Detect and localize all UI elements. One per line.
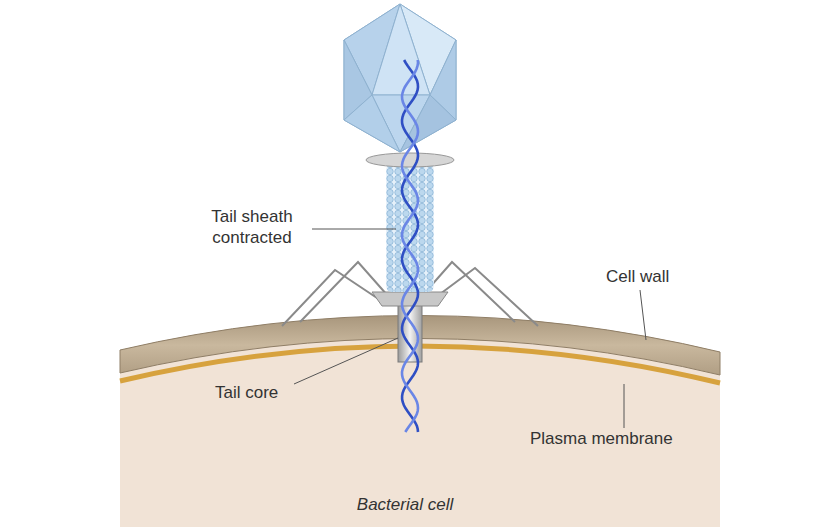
part-label: Tail core xyxy=(215,382,278,403)
phage-head xyxy=(344,4,456,152)
dna-strand xyxy=(402,60,418,432)
collar xyxy=(366,153,454,167)
part-label: Bacterial cell xyxy=(357,494,453,515)
baseplate xyxy=(372,292,448,306)
dna-helix xyxy=(402,60,418,432)
dna-strand xyxy=(402,60,418,432)
leader-lines xyxy=(294,229,646,428)
part-label: Tail sheath contracted xyxy=(192,206,312,248)
part-label: Plasma membrane xyxy=(530,428,673,449)
part-label: Cell wall xyxy=(606,266,669,287)
